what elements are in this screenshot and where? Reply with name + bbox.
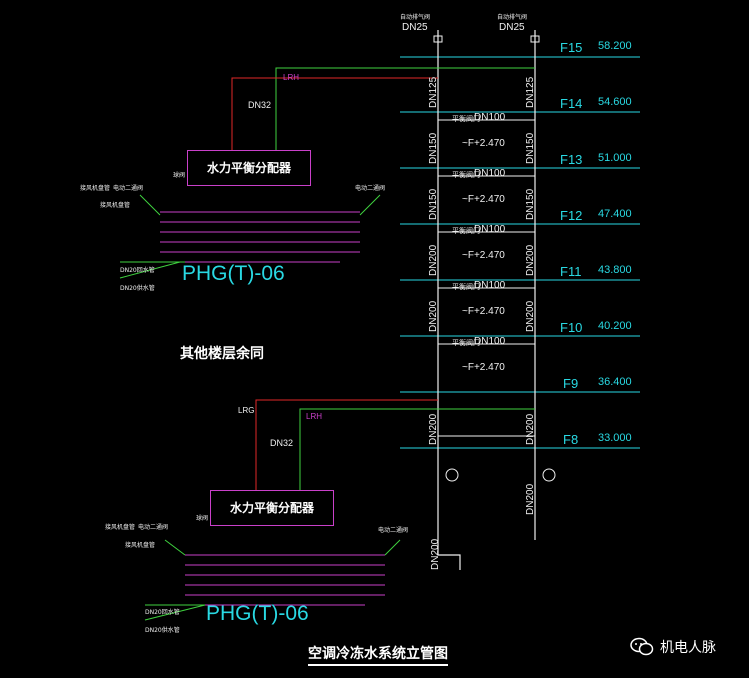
lower-valve-note: 球阀 — [196, 515, 209, 522]
lower-note-right-1: 电动二通阀 — [378, 527, 409, 534]
floor-label-f8: F8 — [563, 432, 579, 447]
lower-note-left-3: 接风机盘管 — [125, 542, 156, 549]
floor-elev-f9: 36.400 — [598, 376, 632, 388]
lower-lrg-label: LRG — [238, 406, 255, 415]
lower-dn32-label: DN32 — [270, 438, 294, 448]
upper-lrh-label: LRH — [283, 73, 300, 82]
lower-note-left-1: 接风机盘管 — [105, 524, 136, 531]
riser-left-size-6: DN200 — [428, 413, 439, 445]
floor-label-f10: F10 — [560, 320, 583, 335]
riser-right-size-1: DN125 — [525, 76, 536, 108]
branch-elev-f10: ~F+2.470 — [462, 362, 505, 373]
floor-label-f14: F14 — [560, 96, 583, 111]
branch-size-f14: DN100 — [474, 112, 506, 123]
riser-right-size-3: DN150 — [525, 188, 536, 220]
floor-label-f9: F9 — [563, 376, 579, 391]
lower-dn20-supply: DN20回水管 — [145, 609, 180, 616]
branch-size-f10: DN100 — [474, 336, 506, 347]
upper-dn32-label: DN32 — [248, 100, 272, 110]
watermark: 机电人脉 — [630, 637, 716, 657]
lower-lrh-label: LRH — [306, 412, 323, 421]
floor-elev-f10: 40.200 — [598, 320, 632, 332]
branch-elev-f14: ~F+2.470 — [462, 138, 505, 149]
branch-elev-f13: ~F+2.470 — [462, 194, 505, 205]
branch-valve-f11: 平衡阀门 — [452, 283, 480, 291]
floor-label-f13: F13 — [560, 152, 583, 167]
floor-elev-f11: 43.800 — [598, 264, 632, 276]
lower-manifold-box: 水力平衡分配器 — [210, 490, 334, 526]
diagram-title: 空调冷冻水系统立管图 — [308, 643, 448, 666]
watermark-text: 机电人脉 — [660, 640, 716, 656]
branch-size-f12: DN100 — [474, 224, 506, 235]
vent-right-size: DN25 — [499, 22, 525, 33]
vent-right-label: 自动排气阀 — [497, 14, 528, 21]
upper-model-label: PHG(T)-06 — [182, 262, 285, 285]
upper-note-left-1: 接风机盘管 — [80, 185, 111, 192]
upper-return-main — [275, 67, 535, 100]
floor-elev-f14: 54.600 — [598, 96, 632, 108]
upper-valve-note: 球阀 — [173, 172, 186, 179]
branch-elev-f12: ~F+2.470 — [462, 250, 505, 261]
lower-return-main — [299, 408, 535, 445]
branch-valve-f13: 平衡阀门 — [452, 171, 480, 179]
riser-left-size-2: DN150 — [428, 132, 439, 164]
wechat-icon — [630, 637, 654, 656]
riser-left-size-5: DN200 — [428, 300, 439, 332]
floor-elev-f12: 47.400 — [598, 208, 632, 220]
branch-valve-f12: 平衡阀门 — [452, 227, 480, 235]
upper-dn20-return: DN20供水管 — [120, 285, 155, 292]
riser-right-size-5: DN200 — [525, 300, 536, 332]
floor-label-f12: F12 — [560, 208, 583, 223]
riser-right-size-4: DN200 — [525, 244, 536, 276]
riser-left-size-1: DN125 — [428, 76, 439, 108]
branch-valve-f10: 平衡阀门 — [452, 339, 480, 347]
upper-note-right-1: 电动二通阀 — [355, 185, 386, 192]
upper-manifold-box: 水力平衡分配器 — [187, 150, 311, 186]
riser-left-size-7: DN200 — [430, 538, 441, 570]
riser-left-size-4: DN200 — [428, 244, 439, 276]
floor-label-f15: F15 — [560, 40, 583, 55]
lower-branches — [185, 554, 385, 606]
lower-model-label: PHG(T)-06 — [206, 602, 309, 625]
upper-note-left-2: 电动二通阀 — [113, 185, 144, 192]
branch-size-f11: DN100 — [474, 280, 506, 291]
branch-elev-f11: ~F+2.470 — [462, 306, 505, 317]
left-riser-gauge-icon — [445, 468, 459, 482]
vent-left-size: DN25 — [402, 22, 428, 33]
riser-left-size-3: DN150 — [428, 188, 439, 220]
upper-dn20-supply: DN20回水管 — [120, 267, 155, 274]
riser-right-size-7: DN200 — [525, 483, 536, 515]
floor-elev-f13: 51.000 — [598, 152, 632, 164]
main-risers — [437, 30, 536, 570]
other-floors-note: 其他楼层余同 — [180, 346, 264, 362]
upper-branches — [160, 211, 360, 263]
vent-left-label: 自动排气阀 — [400, 14, 431, 21]
floor-lines — [400, 56, 640, 449]
floor-elev-f8: 33.000 — [598, 432, 632, 444]
lower-supply-main — [255, 399, 438, 490]
riser-right-size-6: DN200 — [525, 413, 536, 445]
lower-dn20-return: DN20供水管 — [145, 627, 180, 634]
floor-label-f11: F11 — [560, 264, 582, 279]
right-riser-gauge-icon — [542, 468, 556, 482]
upper-supply-main — [231, 77, 438, 150]
branch-size-f13: DN100 — [474, 168, 506, 179]
floor-elev-f15: 58.200 — [598, 40, 632, 52]
riser-right-size-2: DN150 — [525, 132, 536, 164]
branch-valve-f14: 平衡阀门 — [452, 115, 480, 123]
upper-note-left-3: 接风机盘管 — [100, 202, 131, 209]
lower-note-left-2: 电动二通阀 — [138, 524, 169, 531]
